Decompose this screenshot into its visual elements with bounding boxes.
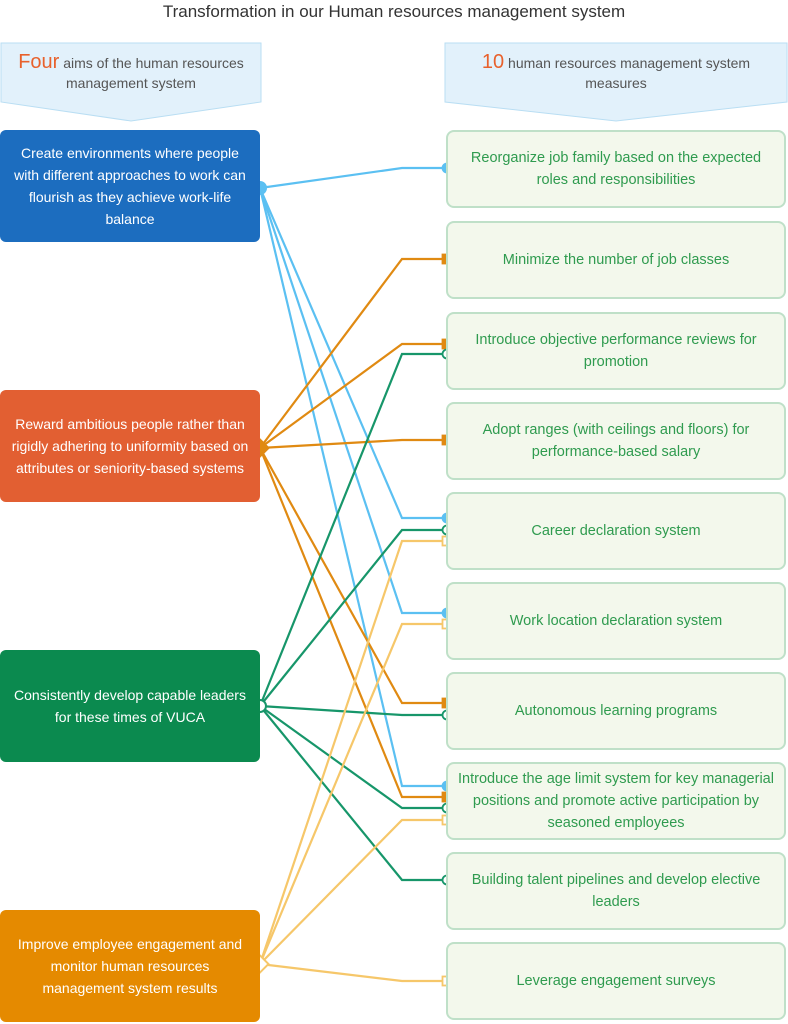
connector-aim4-measure5 <box>258 539 447 965</box>
connector-aim2-measure8 <box>258 447 447 799</box>
aim-box-1: Create environments where people with di… <box>0 130 260 242</box>
measures-header-count: 10 <box>481 50 505 73</box>
measures-header-banner <box>444 42 788 122</box>
aim-label: Consistently develop capable leaders for… <box>14 687 246 725</box>
measure-label: Autonomous learning programs <box>514 703 718 719</box>
measure-box-3: Introduce objective performance reviews … <box>446 312 786 390</box>
connector-aim1-measure8 <box>258 187 447 788</box>
measure-label: Reorganize job family based on the expec… <box>470 150 762 188</box>
connector-aim4-measure8 <box>259 818 447 965</box>
aim-label: Reward ambitious people rather than rigi… <box>11 416 249 476</box>
connector-aim3-measure9 <box>259 705 447 882</box>
measure-label: Minimize the number of job classes <box>502 252 730 268</box>
measure-box-5: Career declaration system <box>446 492 786 570</box>
measure-label: Career declaration system <box>531 523 701 539</box>
measure-label: Introduce the age limit system for key m… <box>458 771 774 831</box>
aim-box-4: Improve employee engagement and monitor … <box>0 910 260 1022</box>
connector-aim2-measure4 <box>259 438 447 450</box>
measure-box-10: Leverage engagement surveys <box>446 942 786 1020</box>
aims-header-banner <box>0 42 262 122</box>
connector-aim1-measure6 <box>258 187 447 615</box>
connector-aim3-measure8 <box>259 705 447 810</box>
connector-aim2-measure7 <box>259 447 447 705</box>
aim-box-2: Reward ambitious people rather than rigi… <box>0 390 260 502</box>
measure-label: Building talent pipelines and develop el… <box>471 872 761 910</box>
measure-box-8: Introduce the age limit system for key m… <box>446 762 786 840</box>
aim-label: Improve employee engagement and monitor … <box>17 936 243 996</box>
aims-header-count: Four <box>18 50 60 73</box>
measure-box-6: Work location declaration system <box>446 582 786 660</box>
measure-box-7: Autonomous learning programs <box>446 672 786 750</box>
aims-header: Four aims of the human resources managem… <box>0 42 262 122</box>
measure-label: Leverage engagement surveys <box>516 973 716 989</box>
measures-header: 10 human resources management system mea… <box>444 42 788 122</box>
connector-aim1-measure1 <box>259 166 447 190</box>
measure-label: Work location declaration system <box>509 613 723 629</box>
measure-box-2: Minimize the number of job classes <box>446 221 786 299</box>
measure-box-9: Building talent pipelines and develop el… <box>446 852 786 930</box>
connector-aim2-measure2 <box>259 257 447 449</box>
measure-box-4: Adopt ranges (with ceilings and floors) … <box>446 402 786 480</box>
connector-aim3-measure7 <box>259 704 447 717</box>
connector-aim2-measure3 <box>259 342 447 449</box>
measures-header-text: human resources management system measur… <box>504 54 751 91</box>
connector-aim3-measure5 <box>259 528 447 707</box>
connector-aim4-measure6 <box>258 622 447 965</box>
measure-box-1: Reorganize job family based on the expec… <box>446 130 786 208</box>
aim-label: Create environments where people with di… <box>14 145 246 227</box>
connector-aim4-measure10 <box>259 962 447 983</box>
diagram-title: Transformation in our Human resources ma… <box>162 2 626 21</box>
aims-header-text: aims of the human resources management s… <box>59 54 244 91</box>
connector-aim1-measure5 <box>258 187 447 520</box>
measure-label: Introduce objective performance reviews … <box>475 332 757 370</box>
measure-label: Adopt ranges (with ceilings and floors) … <box>482 422 750 460</box>
aim-box-3: Consistently develop capable leaders for… <box>0 650 260 762</box>
connector-aim3-measure3 <box>258 352 447 707</box>
